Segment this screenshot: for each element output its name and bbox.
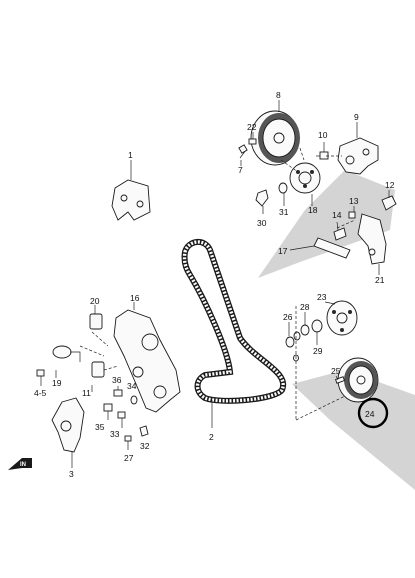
callout-3: 3 (69, 469, 74, 479)
callout-1: 1 (128, 150, 133, 160)
reference-lines (79, 147, 356, 421)
callout-32: 32 (140, 441, 150, 451)
part-17-shaft[interactable] (289, 237, 351, 259)
part-13-bolt[interactable] (348, 206, 356, 219)
callout-25: 25 (331, 366, 341, 376)
callout-26: 26 (283, 312, 293, 322)
part-18-idler-roller[interactable] (289, 162, 321, 206)
part-21-bracket[interactable] (357, 213, 387, 275)
callout-14: 14 (332, 210, 342, 220)
direction-arrow-icon: IN (8, 458, 32, 470)
part-25-key[interactable] (334, 375, 346, 384)
callout-29: 29 (313, 346, 323, 356)
callout-35: 35 (95, 422, 105, 432)
shade-upper (258, 170, 395, 278)
callout-24: 24 (365, 409, 375, 419)
callout-labels: 1 2 3 4-5 7 8 9 10 11 12 13 14 16 17 18 … (34, 90, 395, 479)
callout-21: 21 (375, 275, 385, 285)
part-34-washer[interactable] (130, 395, 138, 405)
callout-7: 7 (238, 165, 243, 175)
part-19-clamp[interactable] (52, 345, 81, 378)
part-28-spacer[interactable] (300, 312, 310, 336)
callout-20: 20 (90, 296, 100, 306)
part-2-timing-belt[interactable] (181, 239, 287, 428)
part-22-bolt[interactable] (248, 132, 257, 145)
callout-16: 16 (130, 293, 140, 303)
callout-34: 34 (127, 381, 137, 391)
callout-33: 33 (110, 429, 120, 439)
callout-30: 30 (257, 218, 267, 228)
part-9-tensioner-bracket[interactable] (337, 122, 379, 175)
part-30-bolt[interactable] (255, 189, 269, 214)
part-20-sleeve[interactable] (89, 305, 103, 330)
callout-9: 9 (354, 112, 359, 122)
callout-12: 12 (385, 180, 395, 190)
callout-23: 23 (317, 292, 327, 302)
direction-badge-label: IN (20, 462, 26, 468)
part-36-bolt[interactable] (113, 386, 123, 397)
callout-28: 28 (300, 302, 310, 312)
part-26-washer[interactable] (285, 322, 295, 348)
callout-18: 18 (308, 205, 318, 215)
callout-2: 2 (209, 432, 214, 442)
part-8-cam-pulley[interactable] (250, 100, 300, 166)
callout-8: 8 (276, 90, 281, 100)
part-32-clip[interactable] (139, 425, 149, 437)
part-1-bracket[interactable] (111, 160, 151, 221)
part-33-bolt[interactable] (117, 411, 126, 428)
part-10-bolt[interactable] (316, 142, 329, 160)
part-4-5-bolt[interactable] (36, 369, 45, 386)
part-23-idler-pulley[interactable] (324, 300, 358, 336)
callout-31: 31 (279, 207, 289, 217)
part-31-washer[interactable] (278, 182, 288, 206)
callout-10: 10 (318, 130, 328, 140)
callout-22: 22 (247, 122, 257, 132)
callout-36: 36 (112, 375, 122, 385)
part-24-crank-pulley[interactable] (337, 357, 379, 403)
callout-4-5: 4-5 (34, 388, 47, 398)
shade-lower (292, 370, 415, 490)
callout-13: 13 (349, 196, 359, 206)
part-27-bolt[interactable] (124, 435, 132, 450)
part-14-bolt[interactable] (333, 221, 347, 241)
part-ring-small[interactable] (293, 331, 301, 341)
part-35-bolt[interactable] (103, 403, 113, 420)
part-7-bolt[interactable] (238, 144, 248, 166)
part-12-bolt[interactable] (381, 190, 397, 211)
callout-27: 27 (124, 453, 134, 463)
part-11-sleeve[interactable] (91, 361, 105, 392)
callout-17: 17 (278, 246, 288, 256)
callout-11: 11 (82, 388, 91, 398)
callout-19: 19 (52, 378, 62, 388)
part-29-bearing[interactable] (311, 319, 323, 345)
part-3-bracket[interactable] (51, 397, 85, 468)
highlight-circle (357, 397, 389, 429)
part-16-timing-cover[interactable] (113, 302, 181, 413)
